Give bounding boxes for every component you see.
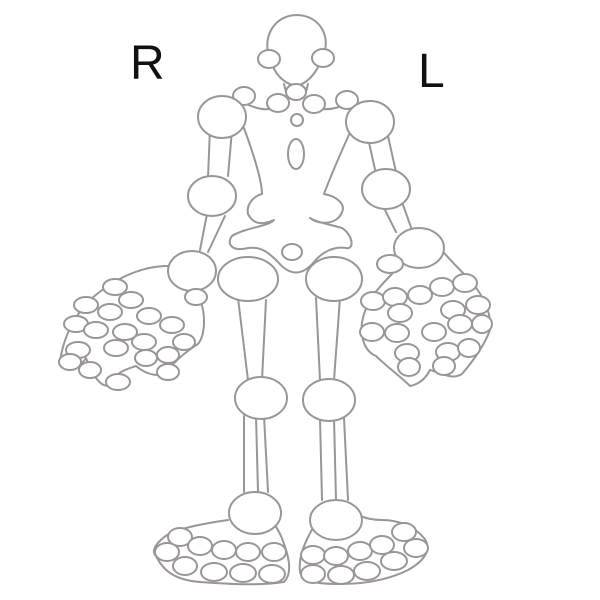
right-hand-joint[interactable] — [131, 333, 157, 351]
left-foot-joint[interactable] — [369, 535, 395, 555]
right-arm-outline — [199, 127, 233, 253]
right-hand-joint[interactable] — [78, 361, 102, 379]
wrist-right-joint[interactable] — [167, 250, 217, 292]
acromioclavicular-left-joint[interactable] — [335, 90, 359, 110]
sternoclavicular-right-joint[interactable] — [266, 93, 290, 113]
hip-right-joint[interactable] — [217, 256, 279, 302]
right-foot-joint[interactable] — [200, 562, 228, 582]
knee-left-joint[interactable] — [302, 378, 356, 422]
right-foot-joint[interactable] — [235, 542, 261, 562]
wrist-right-ulnar-joint[interactable] — [184, 288, 208, 306]
left-hand-joint[interactable] — [447, 314, 473, 334]
left-foot-joint[interactable] — [327, 565, 355, 585]
sacrum-joint[interactable] — [281, 243, 303, 261]
jaw-left-joint[interactable] — [257, 49, 281, 69]
left-leg-outline — [315, 297, 349, 501]
left-foot-outline — [298, 515, 429, 585]
knee-right-joint[interactable] — [234, 376, 288, 420]
right-foot-joint[interactable] — [229, 563, 257, 583]
right-hand-joint[interactable] — [83, 321, 109, 339]
right-hand-joint[interactable] — [112, 323, 138, 341]
left-foot-joint[interactable] — [353, 561, 381, 581]
right-foot-joint[interactable] — [167, 527, 193, 547]
right-foot-joint[interactable] — [261, 542, 287, 562]
left-hand-joint[interactable] — [384, 323, 410, 343]
ankle-right-joint[interactable] — [228, 491, 282, 535]
shoulder-right-joint[interactable] — [197, 95, 247, 139]
left-foot-joint[interactable] — [403, 538, 429, 558]
left-hand-joint[interactable] — [471, 314, 493, 334]
left-arm-outline — [367, 135, 413, 233]
right-side-label: R — [130, 37, 165, 90]
left-hand-joint[interactable] — [360, 291, 386, 311]
right-hand-joint[interactable] — [105, 373, 131, 391]
jaw-right-joint[interactable] — [311, 48, 335, 68]
left-foot-joint[interactable] — [323, 546, 349, 566]
wrist-left-ulnar-joint[interactable] — [376, 254, 404, 274]
left-foot-toe-joints — [300, 522, 429, 585]
neck-joint[interactable] — [285, 83, 307, 101]
right-foot-joint[interactable] — [187, 536, 213, 556]
left-hand-joint[interactable] — [429, 277, 455, 297]
left-side-label: L — [418, 45, 445, 98]
right-hand-joint[interactable] — [156, 346, 180, 364]
right-foot-joint[interactable] — [258, 564, 286, 584]
left-hand-joint[interactable] — [359, 322, 385, 342]
left-hand-joint[interactable] — [407, 285, 433, 305]
elbow-right-joint[interactable] — [187, 175, 237, 217]
right-hand-joint[interactable] — [102, 278, 128, 296]
right-foot-joint[interactable] — [172, 556, 198, 576]
left-hand-joint[interactable] — [421, 322, 447, 342]
left-hand-joint[interactable] — [457, 338, 481, 358]
wrist-left-joint[interactable] — [393, 227, 445, 269]
right-leg-outline — [237, 297, 269, 493]
elbow-left-joint[interactable] — [361, 168, 411, 210]
right-foot-toe-joints — [154, 527, 287, 584]
right-hand-joint[interactable] — [97, 303, 123, 321]
right-foot-joint[interactable] — [154, 542, 180, 562]
right-hand-joint[interactable] — [103, 339, 129, 357]
left-hand-joint[interactable] — [465, 295, 491, 315]
left-foot-joint[interactable] — [300, 545, 326, 565]
right-hand-joint[interactable] — [73, 296, 99, 314]
left-hand-joint[interactable] — [387, 303, 413, 323]
left-foot-joint[interactable] — [380, 551, 408, 571]
right-hand-joint[interactable] — [136, 307, 162, 325]
right-hand-joint[interactable] — [134, 349, 158, 367]
sternoclavicular-left-joint[interactable] — [302, 94, 326, 114]
left-hand-finger-joints — [359, 273, 493, 377]
sternum-joint[interactable] — [287, 138, 305, 170]
right-hand-finger-joints — [58, 278, 196, 391]
right-hand-joint[interactable] — [172, 333, 196, 351]
left-foot-joint[interactable] — [391, 522, 417, 542]
left-foot-joint[interactable] — [300, 564, 326, 584]
manubrium-joint[interactable] — [290, 113, 304, 127]
right-hand-joint[interactable] — [58, 353, 82, 371]
left-hand-joint[interactable] — [432, 356, 456, 376]
right-hand-joint[interactable] — [159, 316, 185, 334]
shoulder-left-joint[interactable] — [345, 100, 395, 144]
hip-left-joint[interactable] — [305, 256, 363, 302]
right-foot-joint[interactable] — [211, 540, 237, 560]
left-foot-joint[interactable] — [347, 541, 373, 561]
right-hand-joint[interactable] — [156, 363, 180, 381]
left-hand-joint[interactable] — [452, 273, 478, 293]
left-hand-joint[interactable] — [382, 287, 408, 307]
right-hand-joint[interactable] — [118, 291, 144, 309]
ankle-left-joint[interactable] — [309, 499, 363, 541]
left-hand-joint[interactable] — [397, 357, 421, 377]
